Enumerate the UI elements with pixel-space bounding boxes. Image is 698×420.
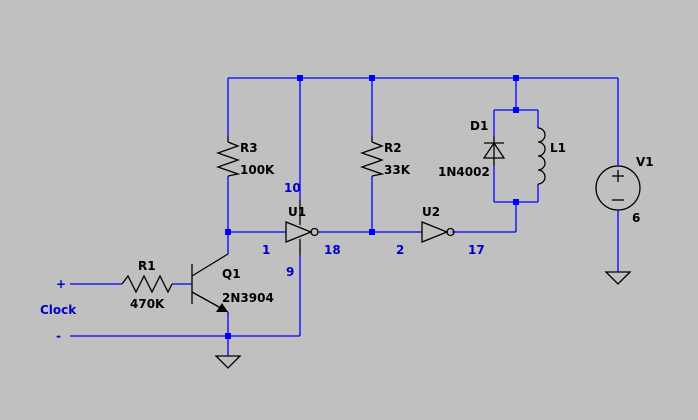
u1-vcc-pin: 10 <box>284 181 301 195</box>
v1-ref: V1 <box>636 155 654 169</box>
r2-value: 33K <box>384 163 411 177</box>
u1-out-pin: 18 <box>324 243 341 257</box>
r3-value: 100K <box>240 163 275 177</box>
junction-dot <box>297 75 303 81</box>
resistor-r2[interactable]: R2 33K <box>360 136 411 177</box>
inverter-u2[interactable]: U2 2 17 <box>396 205 485 257</box>
clock-input: + Clock - <box>40 277 77 343</box>
resistor-r3[interactable]: R3 100K <box>216 136 275 177</box>
r3-ref: R3 <box>240 141 258 155</box>
clock-plus-terminal: + <box>56 277 66 291</box>
r1-value: 470K <box>130 297 165 311</box>
emitter-arrow <box>216 303 228 312</box>
junction-dot <box>369 229 375 235</box>
voltage-source-v1[interactable]: V1 6 <box>595 155 654 225</box>
inductor-l1[interactable]: L1 <box>537 127 566 185</box>
r2-ref: R2 <box>384 141 402 155</box>
u2-out-pin: 17 <box>468 243 485 257</box>
q1-value: 2N3904 <box>222 291 274 305</box>
diode-d1[interactable]: D1 1N4002 <box>438 119 506 179</box>
transistor-q1[interactable]: Q1 2N3904 <box>191 253 274 313</box>
clock-minus-terminal: - <box>56 329 61 343</box>
junction-dot <box>513 199 519 205</box>
junction-dot <box>225 229 231 235</box>
u1-ref: U1 <box>288 205 306 219</box>
u1-gnd-pin: 9 <box>286 265 294 279</box>
q1-ref: Q1 <box>222 267 241 281</box>
clock-label: Clock <box>40 303 77 317</box>
ground-symbol <box>214 355 242 369</box>
r1-ref: R1 <box>138 259 156 273</box>
junction-dot <box>513 75 519 81</box>
junction-dot <box>225 333 231 339</box>
wires <box>70 77 619 356</box>
ground-symbol <box>604 271 632 285</box>
u2-in-pin: 2 <box>396 243 404 257</box>
d1-value: 1N4002 <box>438 165 490 179</box>
resistor-r1[interactable]: R1 470K <box>121 259 173 311</box>
d1-ref: D1 <box>470 119 488 133</box>
inverter-u1[interactable]: U1 10 9 1 18 <box>262 181 341 279</box>
u2-ref: U2 <box>422 205 440 219</box>
u1-in-pin: 1 <box>262 243 270 257</box>
junctions <box>225 75 519 339</box>
junction-dot <box>513 107 519 113</box>
junction-dot <box>369 75 375 81</box>
l1-ref: L1 <box>550 141 566 155</box>
v1-value: 6 <box>632 211 640 225</box>
